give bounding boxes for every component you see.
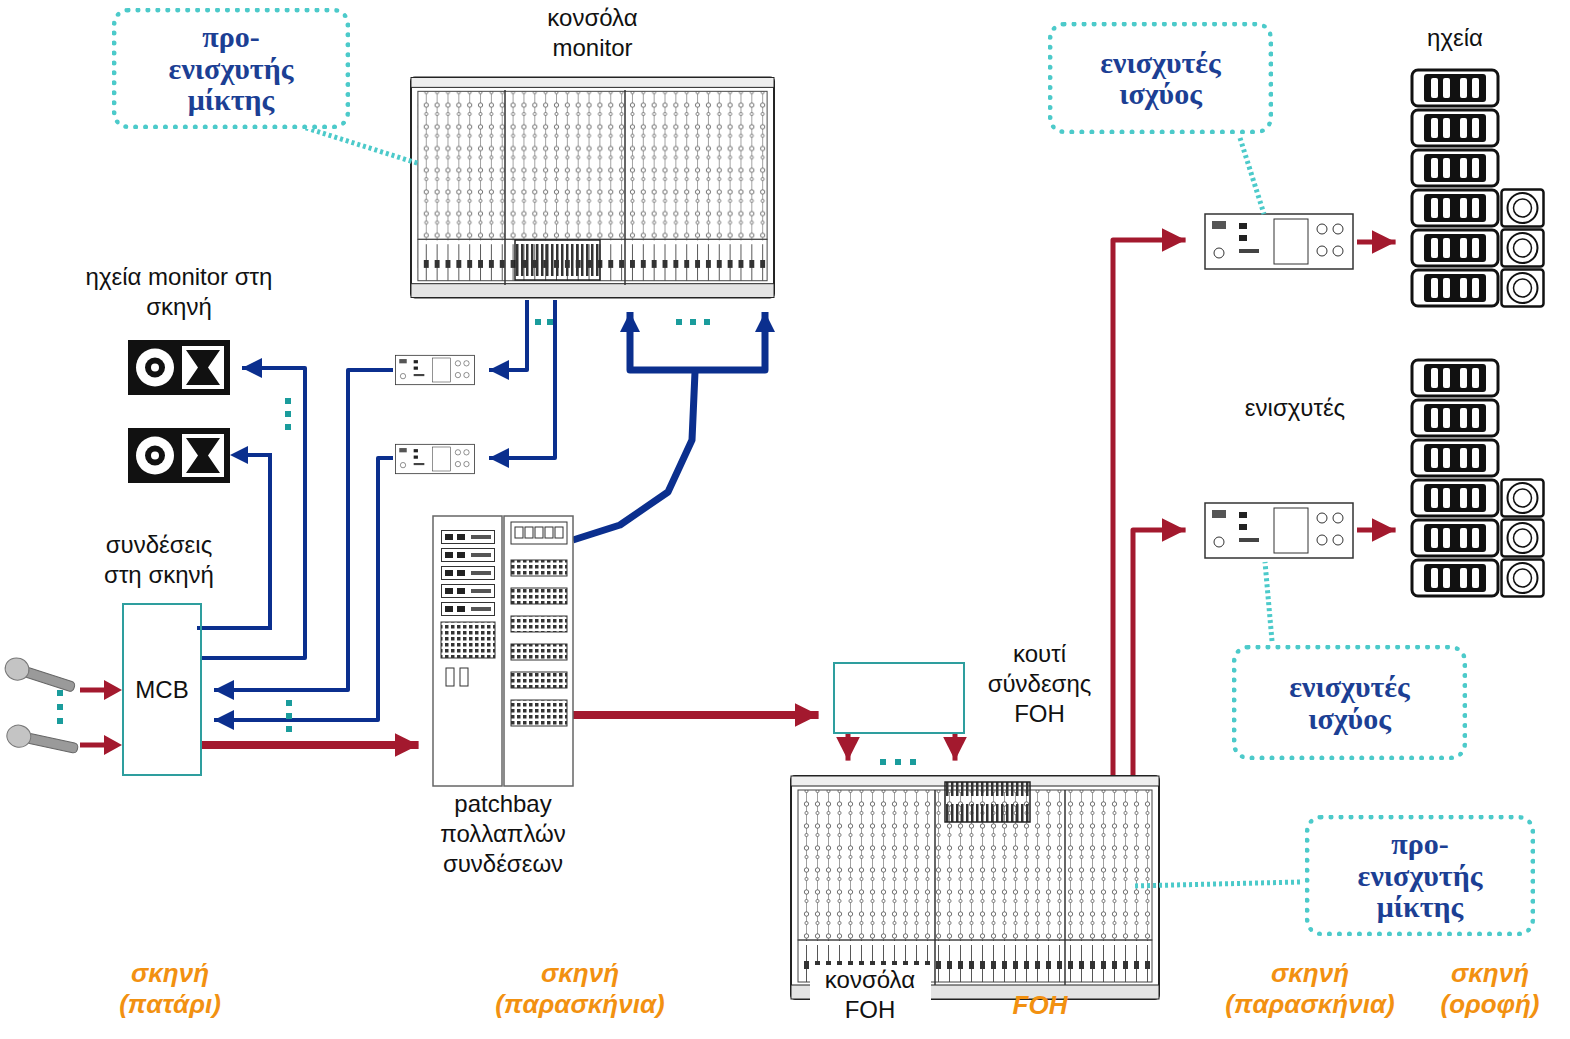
cable-segment	[573, 711, 819, 719]
callout-box: ενισχυτές ισχύος	[1232, 645, 1467, 760]
text-holder: σκηνή (οροφή)	[1425, 958, 1555, 1020]
text-holder: patchbay πολλαπλών συνδέσεων	[413, 789, 593, 879]
text-holder: κονσόλα FOH	[805, 965, 935, 1025]
foh-junction-box: κουτί σύνδεσης FOH	[833, 662, 965, 734]
location-label: σκηνή (παρασκήνια)	[480, 958, 680, 1020]
cable-arrow	[80, 446, 270, 755]
callout-box: προ- ενισχυτής μίκτης	[112, 8, 350, 129]
line-array: ηχεία	[1410, 68, 1545, 308]
text-holder: σκηνή (παρασκήνια)	[480, 958, 680, 1020]
callout-text: ενισχυτές ισχύος	[1260, 671, 1440, 734]
cable-segment	[695, 312, 765, 370]
cable-segment	[953, 734, 958, 761]
mcb-box: συνδέσεις στη σκηνήMCB	[122, 603, 202, 776]
signal-cable	[573, 312, 765, 540]
box-heading: συνδέσεις στη σκηνή	[89, 530, 229, 590]
text-holder: σκηνή (πατάρι)	[95, 958, 245, 1020]
monitor-speaker: ηχεία monitor στη σκηνή	[128, 340, 230, 395]
signal-cable	[573, 715, 819, 716]
cable-segment	[1357, 240, 1396, 245]
text-holder: FOH	[990, 990, 1090, 1021]
monitor-speaker-drawing	[128, 340, 230, 483]
text-holder: ηχεία	[1410, 23, 1500, 53]
text-holder: προ- ενισχυτής μίκτης	[117, 13, 345, 124]
console-label: κονσόλα FOH	[810, 965, 931, 1025]
callout-text: ενισχυτές ισχύος	[1071, 47, 1251, 110]
callout-text: προ- ενισχυτής μίκτης	[1330, 828, 1510, 923]
patchbay-rack	[433, 516, 573, 786]
signal-cable	[848, 734, 955, 761]
cable-segment	[1133, 530, 1186, 775]
leader-line	[300, 126, 1300, 886]
box-label: κουτί σύνδεσης FOH	[975, 639, 1105, 729]
signal-cable	[202, 745, 419, 746]
microphone	[2, 655, 80, 760]
text-holder: ηχεία monitor στη σκηνή	[83, 262, 275, 322]
patchbay: patchbay πολλαπλών συνδέσεων	[433, 516, 573, 786]
callout-text: προ- ενισχυτής μίκτης	[141, 21, 321, 116]
cable-segment	[1357, 528, 1396, 533]
speaker-label: ενισχυτές	[1245, 393, 1345, 423]
text-holder: κουτί σύνδεσης FOH	[972, 639, 1107, 729]
continuation-dots	[57, 319, 916, 765]
cable-segment	[573, 372, 695, 540]
cable-segment	[202, 741, 419, 749]
callout-box: ενισχυτές ισχύος	[1048, 22, 1273, 134]
patchbay-label: patchbay πολλαπλών συνδέσεων	[421, 789, 586, 879]
location-label: FOH	[1013, 990, 1068, 1021]
cable-segment	[489, 300, 555, 458]
callout-box: προ- ενισχυτής μίκτης	[1305, 815, 1535, 936]
foh-console: κονσόλα FOH	[790, 775, 1160, 1000]
text-holder: σκηνή (παρασκήνια)	[1210, 958, 1410, 1020]
location-label: σκηνή (παρασκήνια)	[1210, 958, 1410, 1020]
text-holder: ενισχυτές	[1225, 393, 1365, 423]
cable-segment	[630, 312, 695, 370]
text-holder: κονσόλα monitor	[350, 3, 835, 63]
location-label: σκηνή (πατάρι)	[95, 958, 245, 1020]
signal-cable	[202, 368, 305, 658]
monitor-console: κονσόλα monitor	[410, 75, 775, 300]
speaker-label: ηχεία	[1427, 23, 1483, 53]
speaker-label: ηχεία monitor στη σκηνή	[83, 262, 275, 322]
cable-segment	[1113, 240, 1186, 775]
line-array	[1412, 70, 1544, 597]
box-label: MCB	[135, 675, 188, 705]
line-array: ενισχυτές	[1410, 358, 1545, 608]
console-label: κονσόλα monitor	[505, 3, 680, 63]
monitor-console-drawing	[411, 78, 774, 298]
cable-segment	[489, 300, 527, 370]
power-amplifier	[396, 214, 1353, 558]
text-holder: ενισχυτές ισχύος	[1237, 650, 1462, 755]
cable-segment	[202, 368, 305, 658]
cable-segment	[846, 734, 851, 761]
text-holder: προ- ενισχυτής μίκτης	[1310, 820, 1530, 931]
signal-cable	[214, 300, 527, 690]
location-label: σκηνή (οροφή)	[1425, 958, 1555, 1020]
text-holder: συνδέσεις στη σκηνή	[64, 530, 254, 590]
text-holder: ενισχυτές ισχύος	[1053, 27, 1268, 129]
text-holder: MCB	[124, 605, 200, 774]
